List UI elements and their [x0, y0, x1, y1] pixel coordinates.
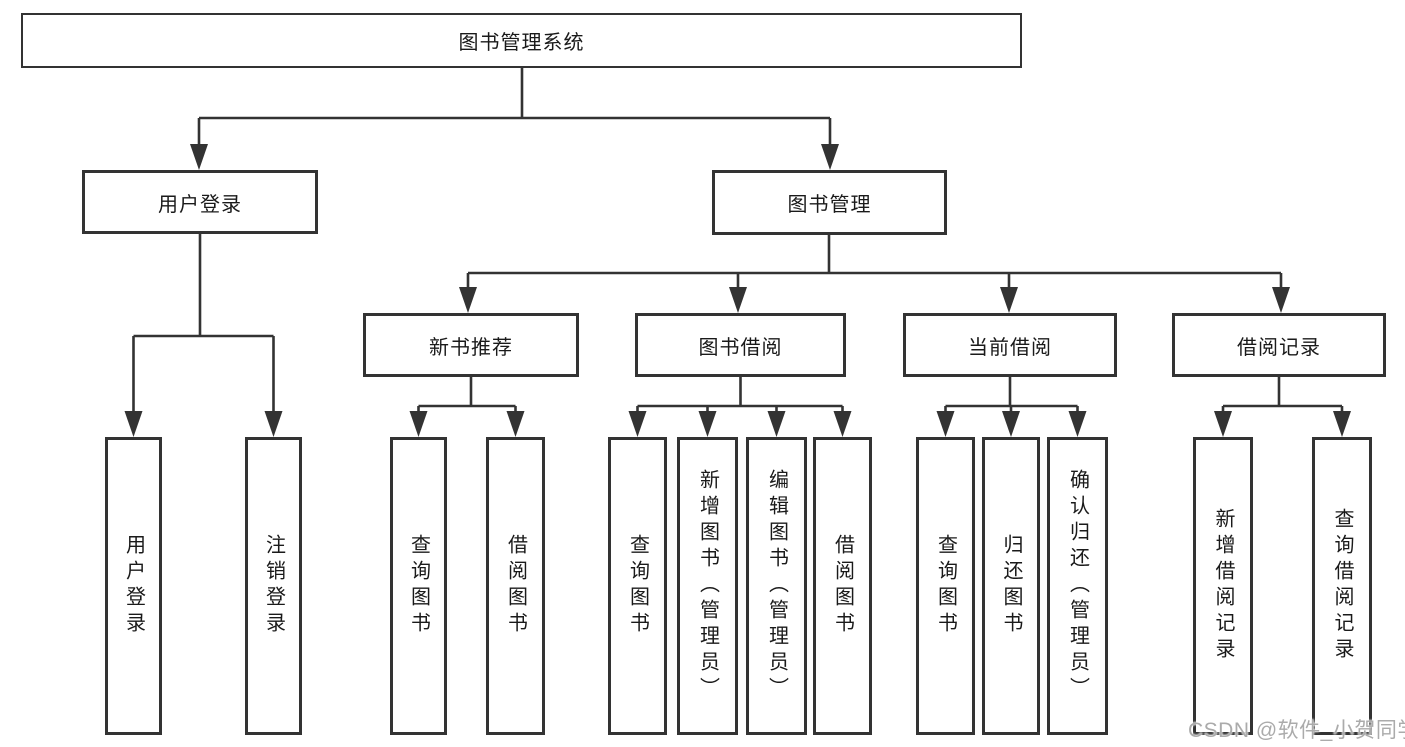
leaf-records-query-record-label: 查询借阅记录	[1331, 508, 1353, 664]
node-borrowing-records-label: 借阅记录	[1237, 336, 1321, 359]
leaf-borrowing-borrow-books-label: 借阅图书	[831, 534, 854, 638]
leaf-newbook-borrow-books-label: 借阅图书	[504, 534, 527, 638]
leaf-records-add-record: 新增借阅记录	[1193, 437, 1253, 735]
leaf-user-login: 用户登录	[105, 437, 162, 735]
node-new-book-recommend-label: 新书推荐	[429, 336, 513, 359]
leaf-borrowing-query-books-label: 查询图书	[626, 534, 649, 638]
leaf-newbook-query-books-label: 查询图书	[407, 534, 430, 638]
leaf-current-return-books-label: 归还图书	[1000, 534, 1022, 638]
leaf-logout: 注销登录	[245, 437, 302, 735]
leaf-user-login-label: 用户登录	[122, 534, 145, 638]
watermark: CSDN @软件_小贺同学	[1188, 719, 1405, 742]
leaf-borrowing-borrow-books: 借阅图书	[813, 437, 872, 735]
leaf-current-return-books: 归还图书	[982, 437, 1040, 735]
leaf-borrowing-query-books: 查询图书	[608, 437, 667, 735]
node-root-label: 图书管理系统	[458, 32, 585, 54]
node-root-system: 图书管理系统	[21, 13, 1022, 68]
leaf-borrowing-add-books-admin-label: 新增图书（管理员）	[696, 469, 719, 703]
leaf-records-query-record: 查询借阅记录	[1312, 437, 1372, 735]
node-current-borrowing: 当前借阅	[903, 313, 1117, 377]
node-book-management: 图书管理	[712, 170, 947, 235]
leaf-current-query-books-label: 查询图书	[934, 534, 957, 638]
leaf-newbook-borrow-books: 借阅图书	[486, 437, 545, 735]
leaf-borrowing-edit-books-admin: 编辑图书（管理员）	[746, 437, 807, 735]
leaf-borrowing-add-books-admin: 新增图书（管理员）	[677, 437, 738, 735]
node-current-borrowing-label: 当前借阅	[968, 336, 1052, 359]
node-borrowing-records: 借阅记录	[1172, 313, 1386, 377]
leaf-records-add-record-label: 新增借阅记录	[1212, 508, 1234, 664]
node-new-book-recommend: 新书推荐	[363, 313, 579, 377]
node-book-borrowing: 图书借阅	[635, 313, 846, 377]
node-book-management-label: 图书管理	[787, 194, 872, 216]
node-user-login: 用户登录	[82, 170, 318, 234]
leaf-borrowing-edit-books-admin-label: 编辑图书（管理员）	[765, 469, 788, 703]
leaf-logout-label: 注销登录	[262, 534, 285, 638]
node-user-login-label: 用户登录	[158, 193, 242, 216]
leaf-current-confirm-return-admin-label: 确认归还（管理员）	[1066, 469, 1089, 703]
node-book-borrowing-label: 图书借阅	[698, 336, 783, 359]
leaf-current-query-books: 查询图书	[916, 437, 975, 735]
leaf-newbook-query-books: 查询图书	[390, 437, 447, 735]
leaf-current-confirm-return-admin: 确认归还（管理员）	[1047, 437, 1108, 735]
